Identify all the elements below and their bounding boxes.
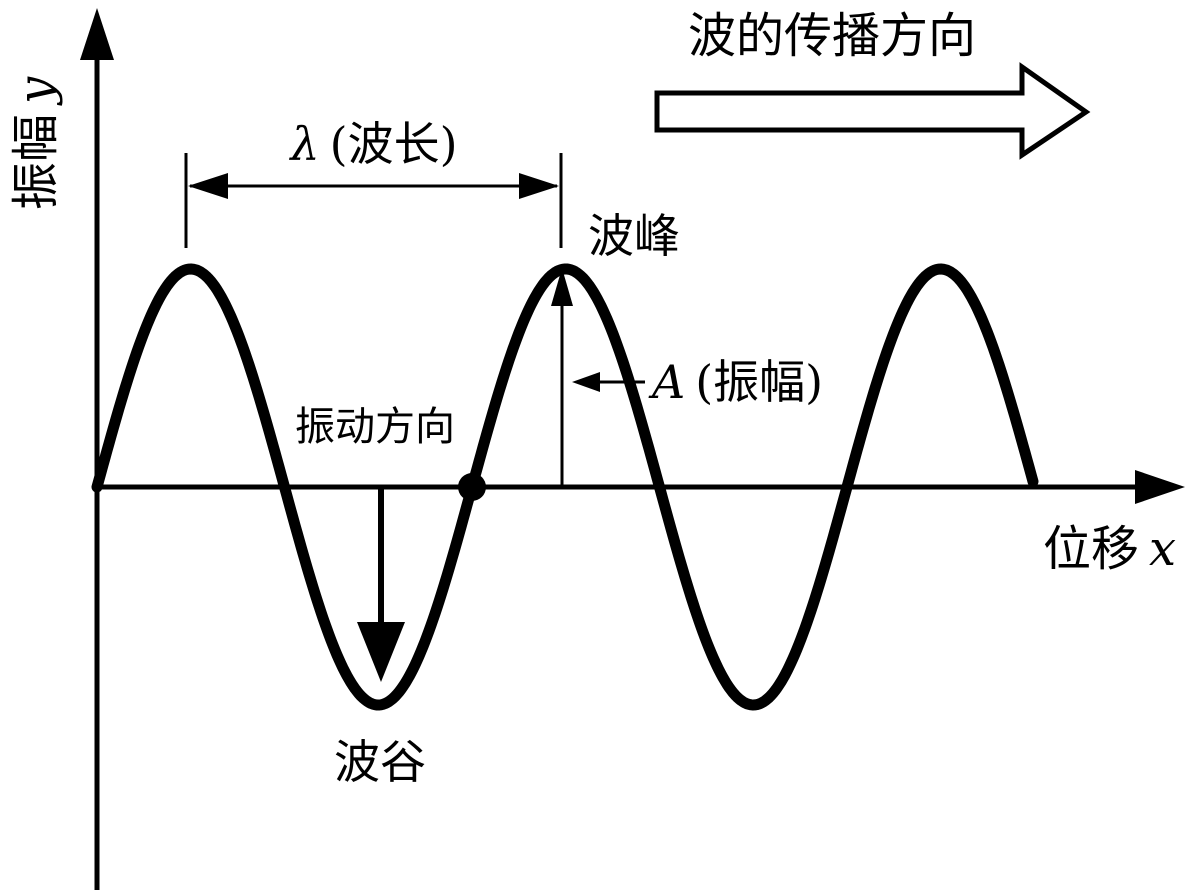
wavelength-text: (波长): [330, 117, 458, 171]
propagation-arrow: [654, 62, 1091, 160]
wave-point: [458, 473, 486, 501]
amplitude-symbol: A: [648, 355, 685, 409]
wavelength-symbol: λ: [288, 117, 319, 171]
x-axis-label-cn: 位移: [1043, 521, 1139, 577]
y-axis-label-var: y: [8, 76, 64, 106]
x-axis-arrowhead: [1135, 470, 1185, 504]
y-axis-arrowhead: [80, 8, 114, 60]
wavelength-arrow-right: [519, 173, 559, 199]
y-axis-label: 振幅 y: [8, 76, 64, 210]
vibration-arrowhead: [357, 622, 405, 682]
crest-label: 波峰: [588, 209, 680, 263]
amplitude-arrowhead: [551, 268, 573, 306]
propagation-label: 波的传播方向: [688, 8, 976, 64]
wavelength-arrow-left: [188, 173, 228, 199]
amplitude-text: (振幅): [695, 355, 823, 409]
wave-curve: [91, 263, 1039, 711]
amplitude-pointer-arrowhead: [572, 372, 600, 392]
amplitude-label: A(振幅): [648, 355, 823, 409]
y-axis-label-cn: 振幅: [8, 114, 64, 210]
trough-label: 波谷: [334, 735, 426, 789]
x-axis-label-var: x: [1149, 521, 1176, 577]
wavelength-label: λ(波长): [288, 117, 457, 171]
vibration-direction-label: 振动方向: [295, 404, 455, 450]
